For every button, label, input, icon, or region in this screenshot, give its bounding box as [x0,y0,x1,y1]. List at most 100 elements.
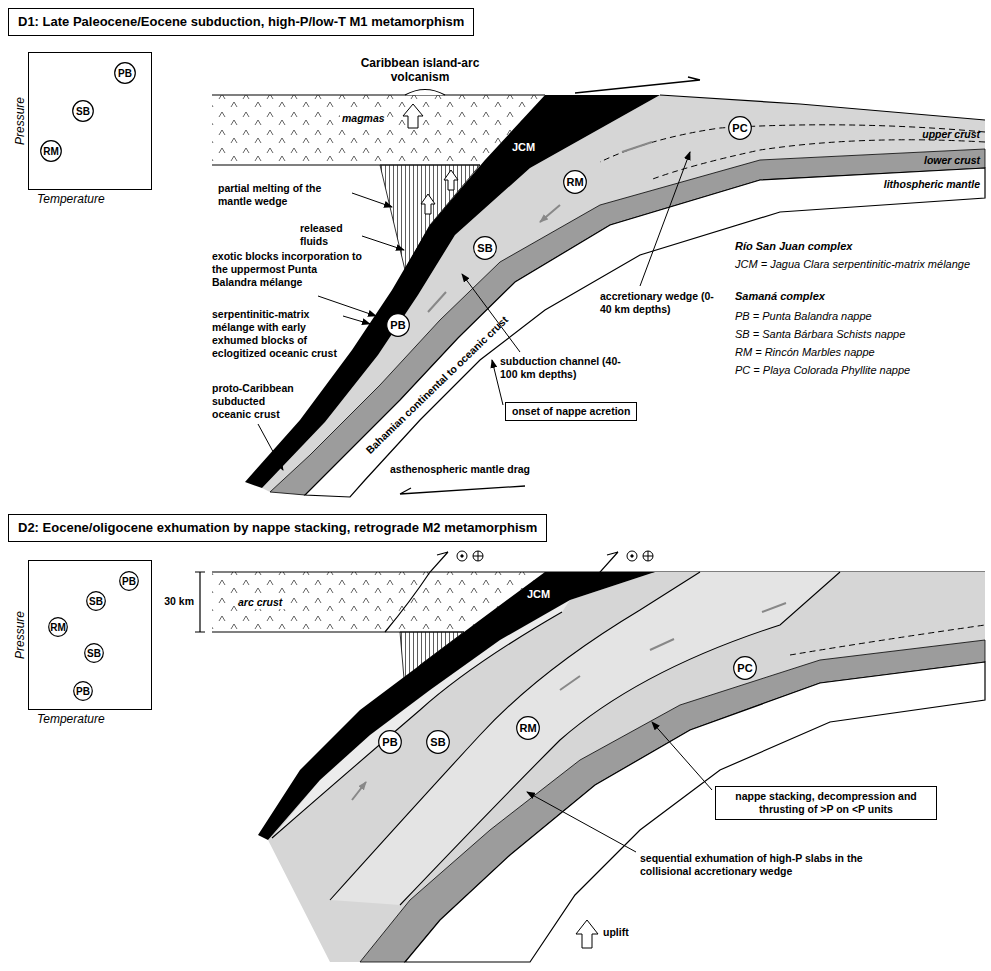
motion-arrow [352,603,786,800]
node-text: SB [477,242,492,254]
leader-line [362,236,404,250]
strike-slip-symbol [643,551,653,561]
node-text: PB [118,68,132,79]
jcm-melange [245,95,660,488]
strike-slip-symbol [627,551,637,561]
annotation: proto-Caribbean subducted oceanic crust [212,382,307,421]
scale-bar [195,572,205,632]
arc-fault [385,552,618,632]
drag-half-arrow [400,486,525,494]
note-box: onset of nappe acretion [505,402,637,421]
annotation: sequential exhumation of high-P slabs in… [640,852,890,878]
axis-label: Temperature [37,712,105,726]
node-text: nappe stacking, decompression and thrust… [722,790,930,816]
legend-heading: Samaná complex [735,290,825,303]
node-text: D1: Late Paleocene/Eocene subduction, hi… [18,14,464,30]
nappe-circle: PC [728,116,752,140]
panel-d2-section [37,551,985,962]
nappe-circle: SB [473,236,497,260]
pt-circle: SB [72,100,94,122]
leader-line [527,792,636,852]
annotation: subduction channel (40-100 km depths) [500,355,625,381]
node-text: PC [737,662,752,674]
region-label: arc crust [236,596,284,609]
node-text: RM [50,622,66,633]
node-text: SB [76,106,90,117]
circle-outline [517,717,540,740]
node-text: SB [430,736,445,748]
leader-line [652,722,712,790]
node-text: D2: Eocene/oligocene exhumation by nappe… [18,520,537,536]
annotation: released fluids [300,222,368,248]
legend-text: SB = Santa Bárbara Schists nappe [735,328,905,341]
nappe-circle: PC [733,656,757,680]
unit-label: JCM [527,588,550,601]
pt-circle: RM [48,617,68,637]
dashed-thrust [600,125,985,180]
annotation: uplift [603,926,629,939]
pt-circle: PB [114,62,136,84]
region-label: magmas [340,112,387,125]
circle-outline [729,117,752,140]
panel-title: D2: Eocene/oligocene exhumation by nappe… [8,514,547,542]
strike-slip-symbol [631,555,633,557]
node-text: RM [43,146,59,157]
magma-arrow [403,104,423,128]
pt-circle: PB [119,571,139,591]
node-text: PC [732,122,747,134]
layer-label: upper crust [922,128,980,141]
wedge-top [660,95,985,120]
node-text: PB [382,736,397,748]
circle-outline [115,63,136,84]
legend-text: PC = Playa Colorada Phyllite nappe [735,364,910,377]
pt-inset: PressureTemperaturePBSBRMSBPB [28,560,152,710]
circle-outline [564,171,587,194]
strike-slip-symbol [473,551,483,561]
note-box: nappe stacking, decompression and thrust… [715,786,937,820]
panel-title: D1: Late Paleocene/Eocene subduction, hi… [8,8,474,36]
annotation: asthenospheric mantle drag [390,463,530,476]
nappe-circle: SB [426,730,450,754]
annotation: accretionary wedge (0-40 km depths) [600,290,720,316]
layer-label: lithospheric mantle [884,178,980,191]
node-text: PB [122,576,136,587]
annotation: serpentinitic-matrix mélange with early … [212,308,337,360]
annotation: partial melting of the mantle wedge [218,182,348,208]
circle-outline [87,592,106,611]
motion-arrow [428,142,652,312]
circle-outline [120,572,139,591]
leader-line [318,296,376,316]
annotation: exotic blocks incorporation to the upper… [212,250,362,289]
strike-slip-symbol [473,551,483,561]
legend-text: JCM = Jagua Clara serpentinitic-matrix m… [735,258,975,271]
node-text: RM [519,722,536,734]
thrust-half-arrow [575,77,700,93]
pt-circle: SB [84,643,104,663]
node-text: PB [390,319,405,331]
leader-line [258,424,283,470]
strike-slip-symbol [457,551,467,561]
leader-line [527,722,712,852]
legend-text: PB = Punta Balandra nappe [735,310,872,323]
circle-outline [379,731,402,754]
fluid-arrow [421,170,458,214]
uplift-arrow [576,920,598,948]
nappe-circle: PB [386,313,410,337]
node-text: RM [566,176,583,188]
leader-line [352,193,392,207]
scale-label: 30 km [160,595,194,608]
leader-line [343,316,370,324]
pt-inset: PressureTemperatureRMSBPB [28,52,152,190]
volcano [405,90,445,96]
circle-outline [74,682,93,701]
circle-outline [85,644,104,663]
circle-outline [73,101,94,122]
annotation: Caribbean island-arc volcanism [350,56,490,84]
lithospheric-mantle [405,662,985,962]
slab-label: Bahamian continental to oceanic crust [363,313,511,456]
layer-label: lower crust [924,154,980,167]
jcm-melange [258,572,655,840]
lithospheric-mantle [305,168,985,497]
nappe-circle: PB [378,730,402,754]
strike-slip-symbol [643,551,653,561]
